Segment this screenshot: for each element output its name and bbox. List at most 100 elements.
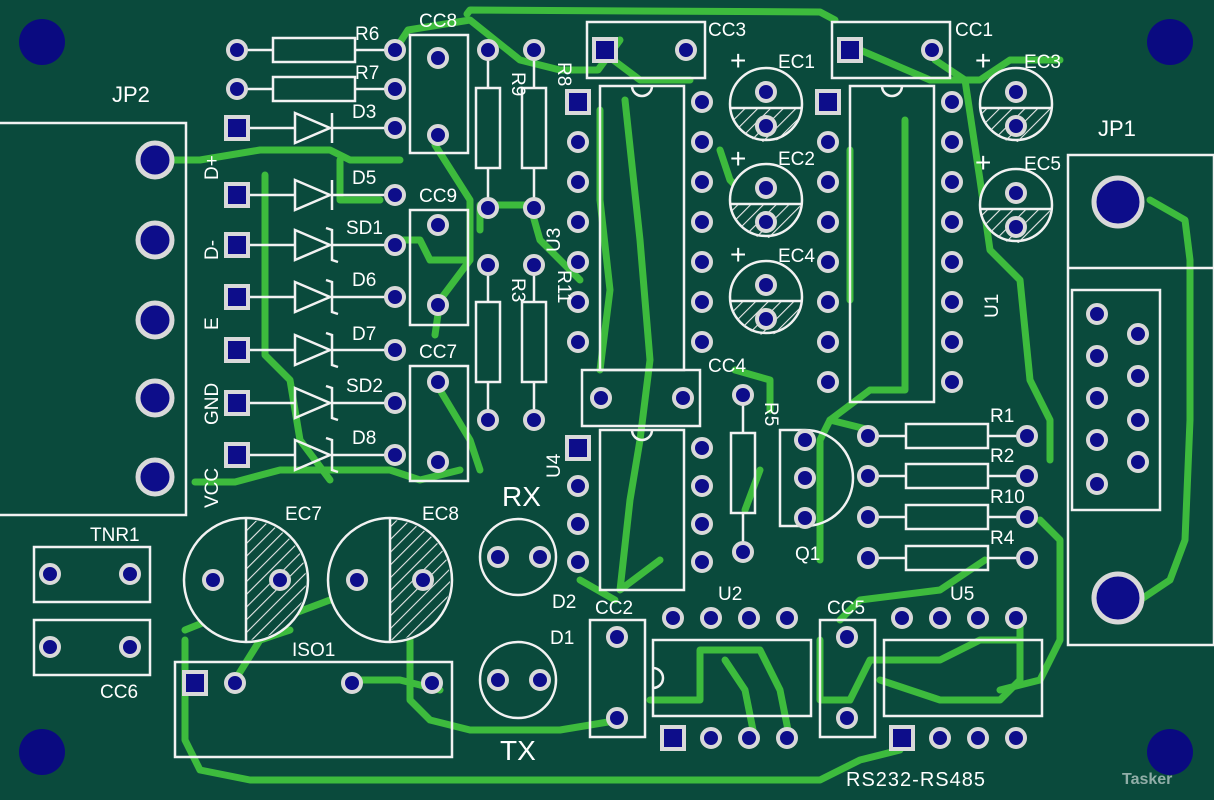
cap-ec3-pad-2 [1005,115,1027,137]
pad-iso1-4 [421,672,443,694]
label-jp1: JP1 [1098,116,1136,141]
cap-ec1-pad-1 [755,81,777,103]
pad-diode-4-k [384,286,406,308]
jp2-pin-2 [135,220,175,260]
pad-u1-left-4 [817,211,839,233]
label-r4: R4 [990,528,1015,549]
pad-u5-top-3 [967,607,989,629]
led-rx-outline [478,517,558,597]
pad-u4-right-1 [691,437,713,459]
pad-r6-2 [384,39,406,61]
labels: JP2 JP1 R6 R7 D3 D5 SD1 D6 D7 SD2 D8 CC8… [90,11,1172,791]
pad-diode-1-k [384,117,406,139]
label-d5: D5 [352,168,376,189]
pad-r3-1 [477,254,499,276]
pad-r8-2 [523,197,545,219]
pad-cc-left-0-2 [427,124,449,146]
pad-u3-right-4 [691,211,713,233]
label-u3: U3 [544,228,565,252]
pad-iso1-1 [182,670,208,696]
led-tx-outline [478,640,558,720]
cap-ec1-pad-2 [755,115,777,137]
mount-hole-br [1147,729,1193,775]
pad-cc5-1 [836,626,858,648]
pad-u3-left-5 [567,251,589,273]
pad-rx-2 [529,546,551,568]
label-d2: D2 [552,592,576,613]
pad-u1-right-4 [941,211,963,233]
label-ec7: EC7 [285,504,322,525]
label-cc2: CC2 [595,598,633,619]
label-tnr1: TNR1 [90,525,140,546]
pad-db9-6 [1127,323,1149,345]
pad-diode-7-k [384,444,406,466]
pad-diode-6-a [224,390,250,416]
pad-rr-1-1 [857,425,879,447]
pad-cc2-1 [606,626,628,648]
pad-db9-2 [1086,345,1108,367]
label-rx: RX [502,481,541,512]
pad-u1-left-3 [817,171,839,193]
jp2-pin-3 [135,300,175,340]
pad-u2-top-2 [700,607,722,629]
u2-body [651,638,813,718]
pad-rr-4-2 [1016,547,1038,569]
pad-diode-3-k [384,234,406,256]
label-u5: U5 [950,584,974,605]
label-q1: Q1 [795,544,820,565]
cc4-outline [580,368,702,428]
pad-u1-left-1 [815,89,841,115]
pad-u3-right-2 [691,131,713,153]
pad-diode-7-a [224,442,250,468]
mount-hole-bl [19,729,65,775]
pad-tx-1 [487,669,509,691]
pad-u4-left-4 [567,551,589,573]
pad-u5-top-1 [891,607,913,629]
label-cc4: CC4 [708,356,746,377]
cap-ec5-pad-1 [1005,182,1027,204]
pad-u5-bottom-2 [929,727,951,749]
jp2-pins [135,140,175,497]
pad-u3-left-1 [565,89,591,115]
pad-u1-right-3 [941,171,963,193]
pad-r11-2 [523,409,545,431]
label-d6: D6 [352,270,376,291]
pad-db9-4 [1086,429,1108,451]
pad-r6-1 [226,39,248,61]
label-cc8: CC8 [419,11,457,32]
cc5-outline [818,618,877,739]
jp2-outline [0,121,188,517]
label-cc1: CC1 [955,20,993,41]
cc7-outline [408,364,470,483]
pad-r9-2 [477,197,499,219]
pad-u5-top-2 [929,607,951,629]
pad-cc3-1 [592,37,618,63]
cc8-outline [408,33,470,155]
pad-db9-1 [1086,303,1108,325]
label-jp2: JP2 [112,82,150,107]
jp2-pin-1 [135,140,175,180]
pad-rx-1 [487,546,509,568]
pad-tnr1-1 [39,563,61,585]
label-ec3: EC3 [1024,52,1061,73]
pad-u2-top-3 [738,607,760,629]
label-r5: R5 [760,402,781,426]
label-ec1: EC1 [778,52,815,73]
pad-u3-left-7 [567,331,589,353]
pad-u2-bottom-1 [660,725,686,751]
cc3-outline [585,20,707,80]
pad-cc4-1 [590,387,612,409]
cc2-outline [588,618,647,739]
pad-r8-1 [523,39,545,61]
pad-u3-right-1 [691,91,713,113]
pad-q1-2 [794,467,816,489]
label-r3: R3 [507,278,528,302]
pad-rr-3-2 [1016,506,1038,528]
pad-u1-right-2 [941,131,963,153]
pad-u5-bottom-3 [967,727,989,749]
cap-ec4-pad-1 [755,274,777,296]
pads [39,37,1149,751]
pad-rr-1-2 [1016,425,1038,447]
label-d8: D8 [352,428,376,449]
pad-r5-1 [732,384,754,406]
